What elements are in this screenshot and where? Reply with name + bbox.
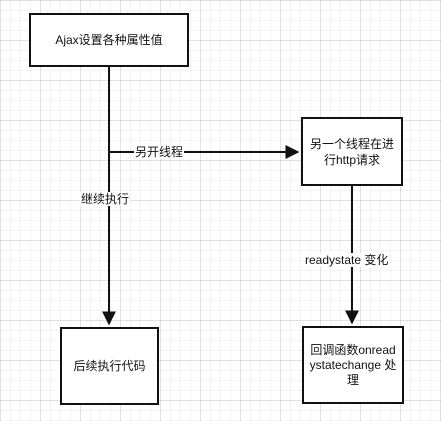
state-change-label: readystate 变化 xyxy=(304,253,390,267)
other-thread-label: 另一个线程在进行http请求 xyxy=(309,136,394,167)
continue-code-label: 后续执行代码 xyxy=(73,359,146,373)
callback-label: 回调函数onreadystatechange 处理 xyxy=(309,342,397,387)
ajax-settings-label: Ajax设置各种属性值 xyxy=(55,33,163,47)
callback-node: 回调函数onreadystatechange 处理 xyxy=(302,326,404,404)
continue-exec-label: 继续执行 xyxy=(80,192,131,206)
spawn-thread-label: 另开线程 xyxy=(134,145,185,159)
ajax-settings-node: Ajax设置各种属性值 xyxy=(29,13,189,67)
continue-code-node: 后续执行代码 xyxy=(60,327,159,405)
other-thread-node: 另一个线程在进行http请求 xyxy=(301,117,403,186)
